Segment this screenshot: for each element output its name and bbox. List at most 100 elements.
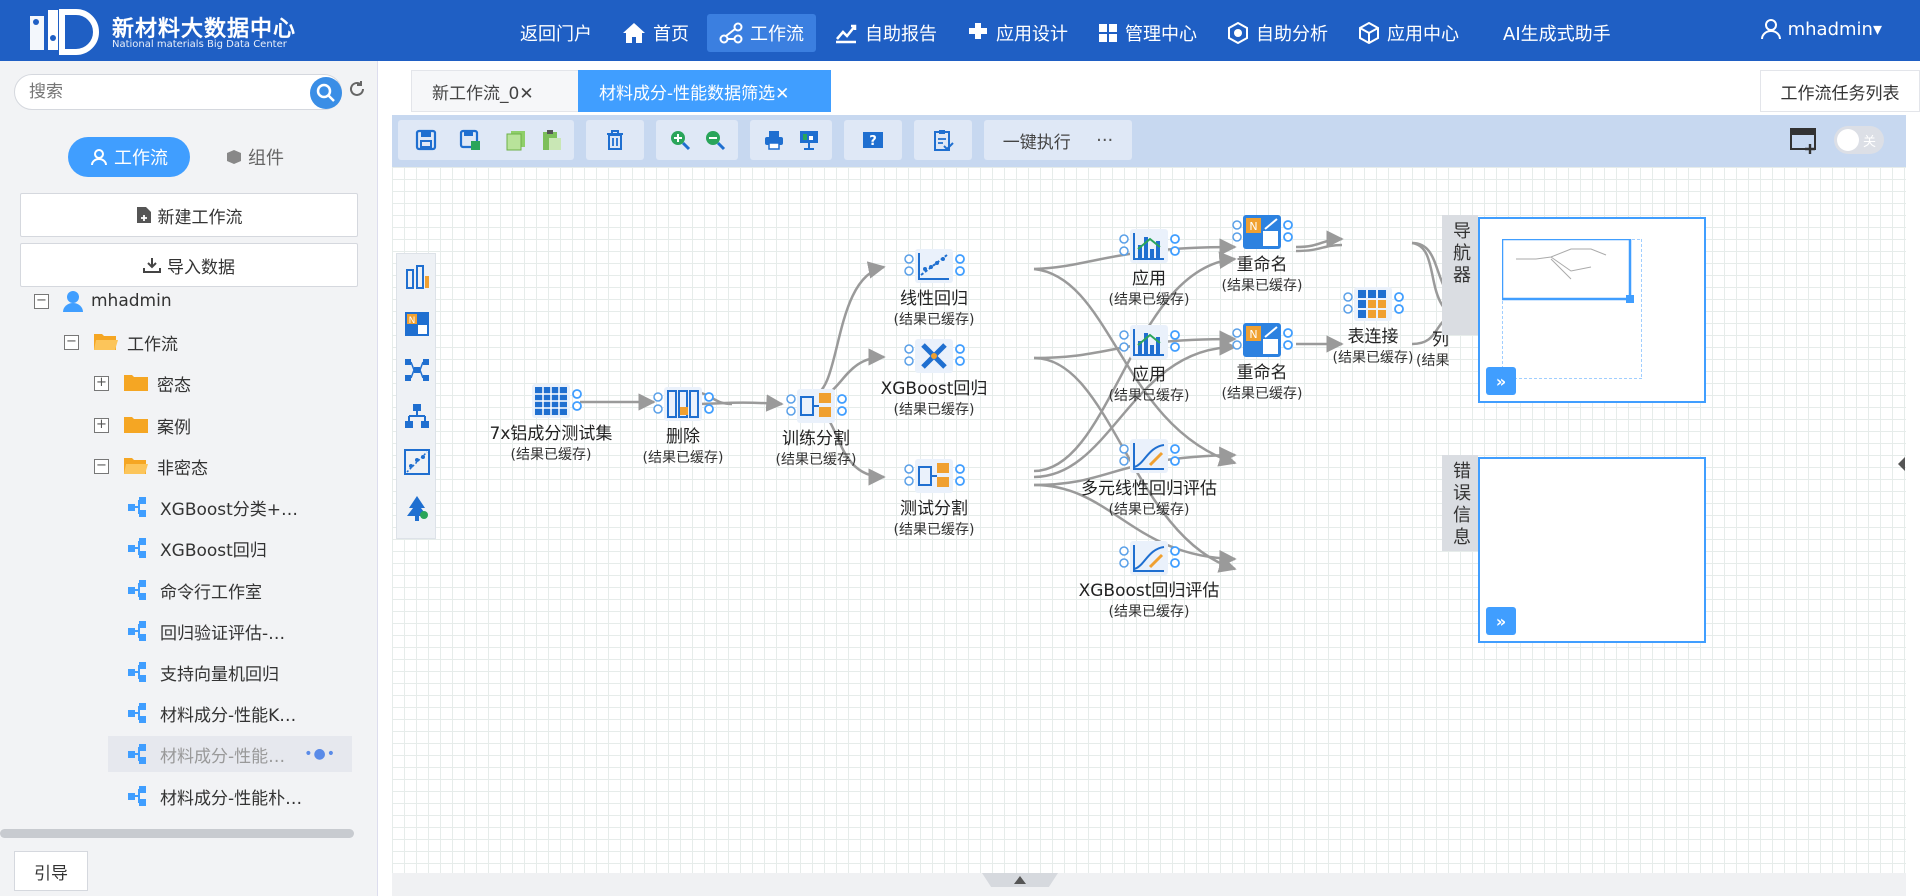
tree-item-workflow[interactable]: 材料成分-性能朴… xyxy=(128,778,302,814)
palette-bar-chart-icon[interactable] xyxy=(403,264,431,292)
input-port[interactable] xyxy=(1232,340,1242,350)
expand-right-panel-icon[interactable] xyxy=(1897,457,1906,471)
output-port[interactable] xyxy=(955,254,965,264)
output-port[interactable] xyxy=(1170,342,1180,352)
output-port[interactable] xyxy=(704,392,714,402)
input-port[interactable] xyxy=(904,476,914,486)
tree-item-workflow[interactable]: 支持向量机回归 xyxy=(128,654,279,690)
output-port[interactable] xyxy=(1283,340,1293,350)
nav-workflow[interactable]: 工作流 xyxy=(707,14,816,52)
input-port[interactable] xyxy=(1119,246,1129,256)
workflow-node-apply1[interactable]: 应用(结果已缓存) xyxy=(1109,229,1190,308)
input-port[interactable] xyxy=(1232,328,1242,338)
guide-button[interactable]: 引导 xyxy=(14,851,88,891)
tree-item-workflow[interactable]: XGBoost回归 xyxy=(128,530,267,566)
navigator-tab[interactable]: 导航器 xyxy=(1442,215,1478,335)
user-menu[interactable]: mhadmin▾ xyxy=(1760,18,1882,40)
zoom-in-button[interactable] xyxy=(667,127,693,153)
nav-back-portal[interactable]: 返回门户 xyxy=(508,14,604,52)
output-port[interactable] xyxy=(1170,456,1180,466)
workflow-node-dataset[interactable]: 7x铝成分测试集(结果已缓存) xyxy=(490,384,613,463)
import-data-button[interactable]: 导入数据 xyxy=(20,243,358,287)
palette-hierarchy-icon[interactable] xyxy=(403,402,431,430)
output-port[interactable] xyxy=(1283,220,1293,230)
tree-node-user[interactable]: − mhadmin xyxy=(34,283,172,319)
more-button[interactable]: ··· xyxy=(1096,129,1114,151)
output-port[interactable] xyxy=(1170,546,1180,556)
input-port[interactable] xyxy=(786,394,796,404)
tree-item-workflow[interactable]: 命令行工作室 xyxy=(128,572,262,608)
save-as-button[interactable] xyxy=(457,127,483,153)
nav-ai-assistant[interactable]: AI生成式助手 xyxy=(1491,14,1623,52)
output-port[interactable] xyxy=(837,406,847,416)
output-port[interactable] xyxy=(1283,232,1293,242)
palette-scatter-icon[interactable] xyxy=(403,448,431,476)
workflow-node-apply2[interactable]: 应用(结果已缓存) xyxy=(1109,325,1190,404)
navigator-minimap[interactable] xyxy=(1502,239,1642,379)
navigator-expand-button[interactable]: » xyxy=(1486,367,1516,395)
palette-rename-icon[interactable]: N xyxy=(403,310,431,338)
input-port[interactable] xyxy=(653,392,663,402)
output-port[interactable] xyxy=(704,404,714,414)
nav-self-analysis[interactable]: 自助分析 xyxy=(1215,14,1340,52)
input-port[interactable] xyxy=(786,406,796,416)
validate-button[interactable] xyxy=(930,127,956,153)
output-port[interactable] xyxy=(1394,292,1404,302)
output-port[interactable] xyxy=(1170,246,1180,256)
tab-current-workflow[interactable]: 材料成分-性能数据筛选✕ xyxy=(578,70,831,112)
output-port[interactable] xyxy=(572,389,582,399)
nav-app-design[interactable]: 应用设计 xyxy=(955,14,1080,52)
tab-component[interactable]: 组件 xyxy=(204,137,306,177)
help-button[interactable]: ? xyxy=(860,127,886,153)
nav-admin-center[interactable]: 管理中心 xyxy=(1086,14,1209,52)
save-button[interactable] xyxy=(413,127,439,153)
output-port[interactable] xyxy=(837,394,847,404)
input-port[interactable] xyxy=(904,344,914,354)
collapse-toggle[interactable]: − xyxy=(94,458,109,474)
input-port[interactable] xyxy=(1119,234,1129,244)
workflow-node-split[interactable]: 训练分割(结果已缓存) xyxy=(776,389,857,468)
tree-item-workflow-selected[interactable]: 材料成分-性能…•●• xyxy=(108,736,352,772)
nav-self-report[interactable]: 自助报告 xyxy=(822,14,949,52)
workflow-node-eval2[interactable]: XGBoost回归评估(结果已缓存) xyxy=(1079,541,1220,620)
output-port[interactable] xyxy=(955,266,965,276)
output-port[interactable] xyxy=(1170,558,1180,568)
input-port[interactable] xyxy=(1343,304,1353,314)
layout-panel-icon[interactable] xyxy=(1790,128,1818,154)
input-port[interactable] xyxy=(1232,220,1242,230)
run-all-button[interactable]: 一键执行 xyxy=(1002,132,1071,153)
output-port[interactable] xyxy=(955,464,965,474)
paste-button[interactable] xyxy=(538,127,564,153)
tree-item-workflow[interactable]: 回归验证评估-… xyxy=(128,613,285,649)
workflow-node-linreg[interactable]: 线性回归(结果已缓存) xyxy=(894,249,975,328)
expand-toggle[interactable]: + xyxy=(94,417,109,433)
tree-node-workflow[interactable]: − 工作流 xyxy=(64,324,178,360)
delete-button[interactable] xyxy=(602,127,628,153)
workflow-task-list-button[interactable]: 工作流任务列表 xyxy=(1760,70,1920,112)
collapse-toggle[interactable]: − xyxy=(34,293,49,309)
errors-tab[interactable]: 错误信息 xyxy=(1442,455,1478,551)
input-port[interactable] xyxy=(904,266,914,276)
input-port[interactable] xyxy=(1119,342,1129,352)
workflow-node-test[interactable]: 测试分割(结果已缓存) xyxy=(894,459,975,538)
workflow-node-xgb[interactable]: XGBoost回归(结果已缓存) xyxy=(881,339,988,418)
input-port[interactable] xyxy=(904,356,914,366)
workflow-canvas[interactable]: N xyxy=(392,167,1906,873)
nav-app-center[interactable]: 应用中心 xyxy=(1346,14,1471,52)
tree-node-folder-cases[interactable]: + 案例 xyxy=(94,407,191,443)
tree-item-workflow[interactable]: 材料成分-性能K… xyxy=(128,695,296,731)
refresh-icon[interactable] xyxy=(348,80,366,98)
toggle-switch[interactable]: 关 xyxy=(1834,126,1884,154)
tree-item-workflow[interactable]: XGBoost分类+… xyxy=(128,489,298,525)
input-port[interactable] xyxy=(904,254,914,264)
output-port[interactable] xyxy=(1170,234,1180,244)
workflow-node-partial[interactable]: 列(结果 xyxy=(1416,330,1449,369)
more-options-icon[interactable]: •●• xyxy=(304,746,336,762)
error-expand-button[interactable]: » xyxy=(1486,607,1516,635)
output-port[interactable] xyxy=(1283,328,1293,338)
output-port[interactable] xyxy=(955,356,965,366)
input-port[interactable] xyxy=(1119,444,1129,454)
output-port[interactable] xyxy=(955,344,965,354)
search-button[interactable] xyxy=(310,77,342,109)
